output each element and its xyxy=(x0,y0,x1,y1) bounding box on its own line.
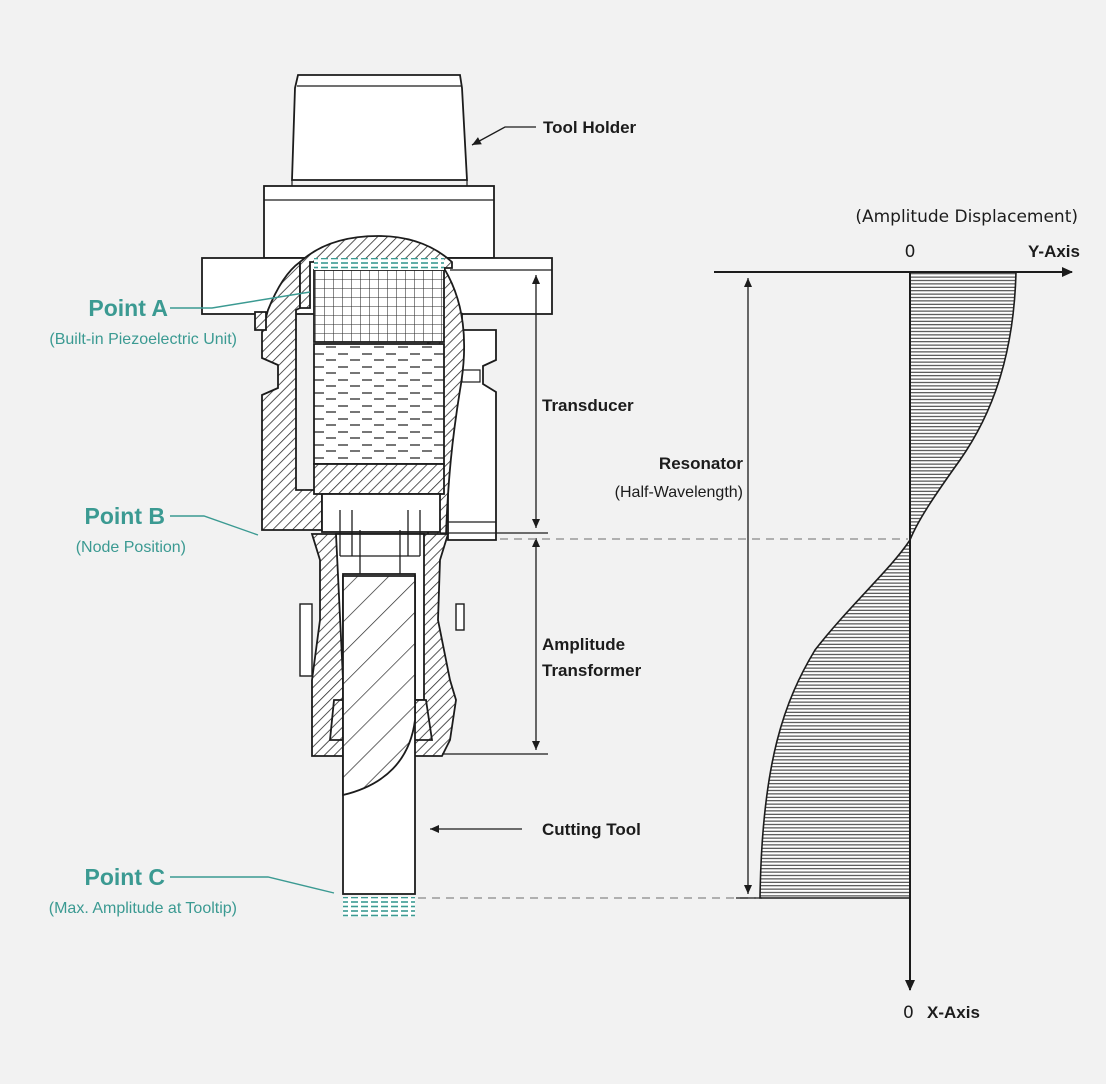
label-amplitude-2: Transformer xyxy=(542,661,642,680)
leader-arrows xyxy=(430,126,536,833)
y-axis-caption: (Amplitude Displacement) xyxy=(855,207,1078,227)
electrode-stack xyxy=(313,343,445,465)
collet-fingers xyxy=(339,510,421,575)
piezo-stack xyxy=(313,269,445,343)
point-leaders xyxy=(170,291,335,894)
holder-cap xyxy=(291,74,468,181)
point-c-subtitle: (Max. Amplitude at Tooltip) xyxy=(49,900,237,917)
point-a-title: Point A xyxy=(88,295,168,321)
point-a-subtitle: (Built-in Piezoelectric Unit) xyxy=(49,331,237,348)
label-cutting-tool: Cutting Tool xyxy=(542,820,641,839)
x-axis-label: X-Axis xyxy=(927,1003,980,1022)
label-tool-holder: Tool Holder xyxy=(543,118,637,137)
tool-assembly xyxy=(201,74,553,917)
label-resonator-sub: (Half-Wavelength) xyxy=(615,484,743,501)
point-a-marker xyxy=(314,258,444,270)
backing-block xyxy=(313,463,445,495)
point-c-marker xyxy=(343,897,415,917)
amplitude-curve xyxy=(759,271,1017,899)
amplitude-graph xyxy=(714,267,1073,991)
label-amplitude-1: Amplitude xyxy=(542,635,625,654)
point-b-subtitle: (Node Position) xyxy=(76,539,186,556)
y-axis-label: Y-Axis xyxy=(1028,242,1080,261)
point-c-title: Point C xyxy=(85,864,166,890)
dimension-lines xyxy=(440,269,552,755)
left-shoulder xyxy=(254,311,267,331)
y-axis-zero: 0 xyxy=(905,242,916,262)
point-b-title: Point B xyxy=(85,503,166,529)
label-transducer: Transducer xyxy=(542,396,634,415)
tool-shank-hatch xyxy=(342,575,416,797)
projection-lines xyxy=(418,538,908,899)
x-axis-zero: 0 xyxy=(903,1003,914,1023)
label-resonator: Resonator xyxy=(659,454,743,473)
